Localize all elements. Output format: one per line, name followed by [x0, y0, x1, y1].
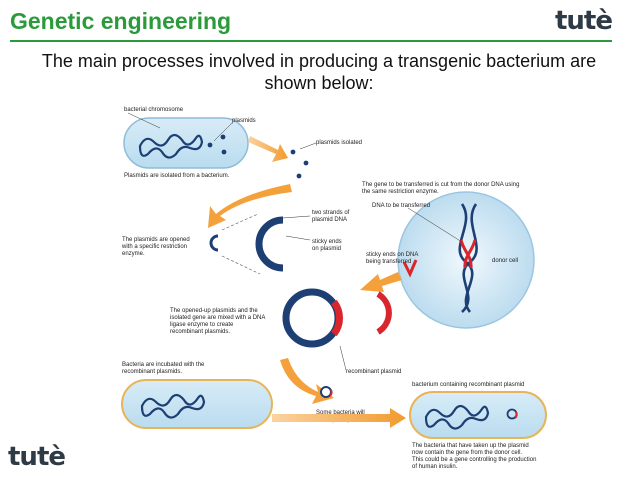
- label-sticky-dna-1: sticky ends on DNA: [366, 252, 418, 258]
- label-opened-up-2: isolated gene are mixed with a DNA: [170, 315, 265, 321]
- tute-logo-top: tutè: [554, 6, 613, 36]
- title-underline: [10, 40, 612, 42]
- bacterium-recombinant: [409, 391, 547, 439]
- label-bacterium-containing: bacterium containing recombinant plasmid: [412, 382, 524, 388]
- isolated-plasmid: [303, 160, 309, 166]
- cut-gene: [402, 259, 418, 278]
- bacterium-top: [123, 117, 249, 169]
- label-incubated-1: Bacteria are incubated with the: [122, 362, 205, 368]
- arrow-open: [208, 184, 292, 228]
- subtitle-line-1: The main processes involved in producing…: [41, 51, 597, 71]
- label-sticky-dna-2: being transferred: [366, 259, 411, 265]
- tute-logo-bottom: tutè: [8, 442, 66, 472]
- label-opened-up-1: The opened-up plasmids and the: [170, 308, 258, 314]
- label-gene-cut-1: The gene to be transferred is cut from t…: [362, 182, 519, 188]
- label-final-3: This could be a gene controlling the pro…: [412, 457, 536, 463]
- label-recombinant-plasmid: recombinant plasmid: [346, 369, 401, 375]
- label-sticky-ends-1: sticky ends: [312, 239, 342, 245]
- label-final-2: now contain the gene from the donor cell…: [412, 450, 522, 456]
- subtitle-line-2: shown below:: [264, 73, 374, 93]
- gene-segment: [463, 239, 477, 269]
- page-title: Genetic engineering: [10, 8, 232, 34]
- label-some-bacteria-1: Some bacteria will: [316, 410, 365, 416]
- label-opened-up-3: ligase enzyme to create: [170, 322, 234, 328]
- label-plasmids-isolated-from-bacterium: Plasmids are isolated from a bacterium.: [124, 173, 230, 179]
- label-incubated-2: recombinant plasmids.: [122, 369, 182, 375]
- label-dna-to-be-transferred: DNA to be transferred: [372, 203, 430, 209]
- label-plasmids-opened-2: with a specific restriction: [121, 244, 187, 250]
- isolated-plasmid: [290, 149, 296, 155]
- small-recombinant-plasmid: [320, 386, 332, 398]
- label-plasmids-opened-1: The plasmids are opened: [122, 237, 190, 243]
- recombinant-plasmid: [282, 288, 342, 348]
- label-plasmids-isolated: plasmids isolated: [316, 140, 362, 146]
- label-two-strands-1: two strands of: [312, 210, 350, 216]
- label-bacterial-chromosome: bacterial chromosome: [124, 107, 184, 113]
- label-plasmids: plasmids: [232, 118, 256, 124]
- label-gene-cut-2: the same restriction enzyme.: [362, 189, 439, 195]
- bacterium-bottom-left: [121, 379, 273, 429]
- gene-fragment: [376, 291, 392, 335]
- arrow-isolate: [248, 136, 288, 162]
- label-final-1: The bacteria that have taken up the plas…: [412, 443, 529, 449]
- label-opened-up-4: recombinant plasmids.: [170, 329, 230, 335]
- arrow-transfer-gene: [360, 272, 402, 292]
- bacterial-chromosome: [138, 133, 204, 159]
- opened-plasmid-large: [255, 216, 284, 272]
- label-plasmids-opened-3: enzyme.: [122, 251, 145, 257]
- label-two-strands-2: plasmid DNA: [312, 217, 347, 223]
- opened-plasmid-small: [209, 234, 219, 252]
- label-sticky-ends-2: on plasmid: [312, 246, 341, 252]
- isolated-plasmid: [296, 173, 302, 179]
- label-donor-cell: donor cell: [492, 258, 518, 264]
- plasmid-dot: [207, 142, 213, 148]
- subtitle: The main processes involved in producing…: [0, 50, 638, 94]
- arrow-take-up: [272, 408, 406, 428]
- plasmid-dot: [220, 134, 226, 140]
- label-final-4: of human insulin.: [412, 464, 458, 470]
- plasmid-dot: [221, 149, 227, 155]
